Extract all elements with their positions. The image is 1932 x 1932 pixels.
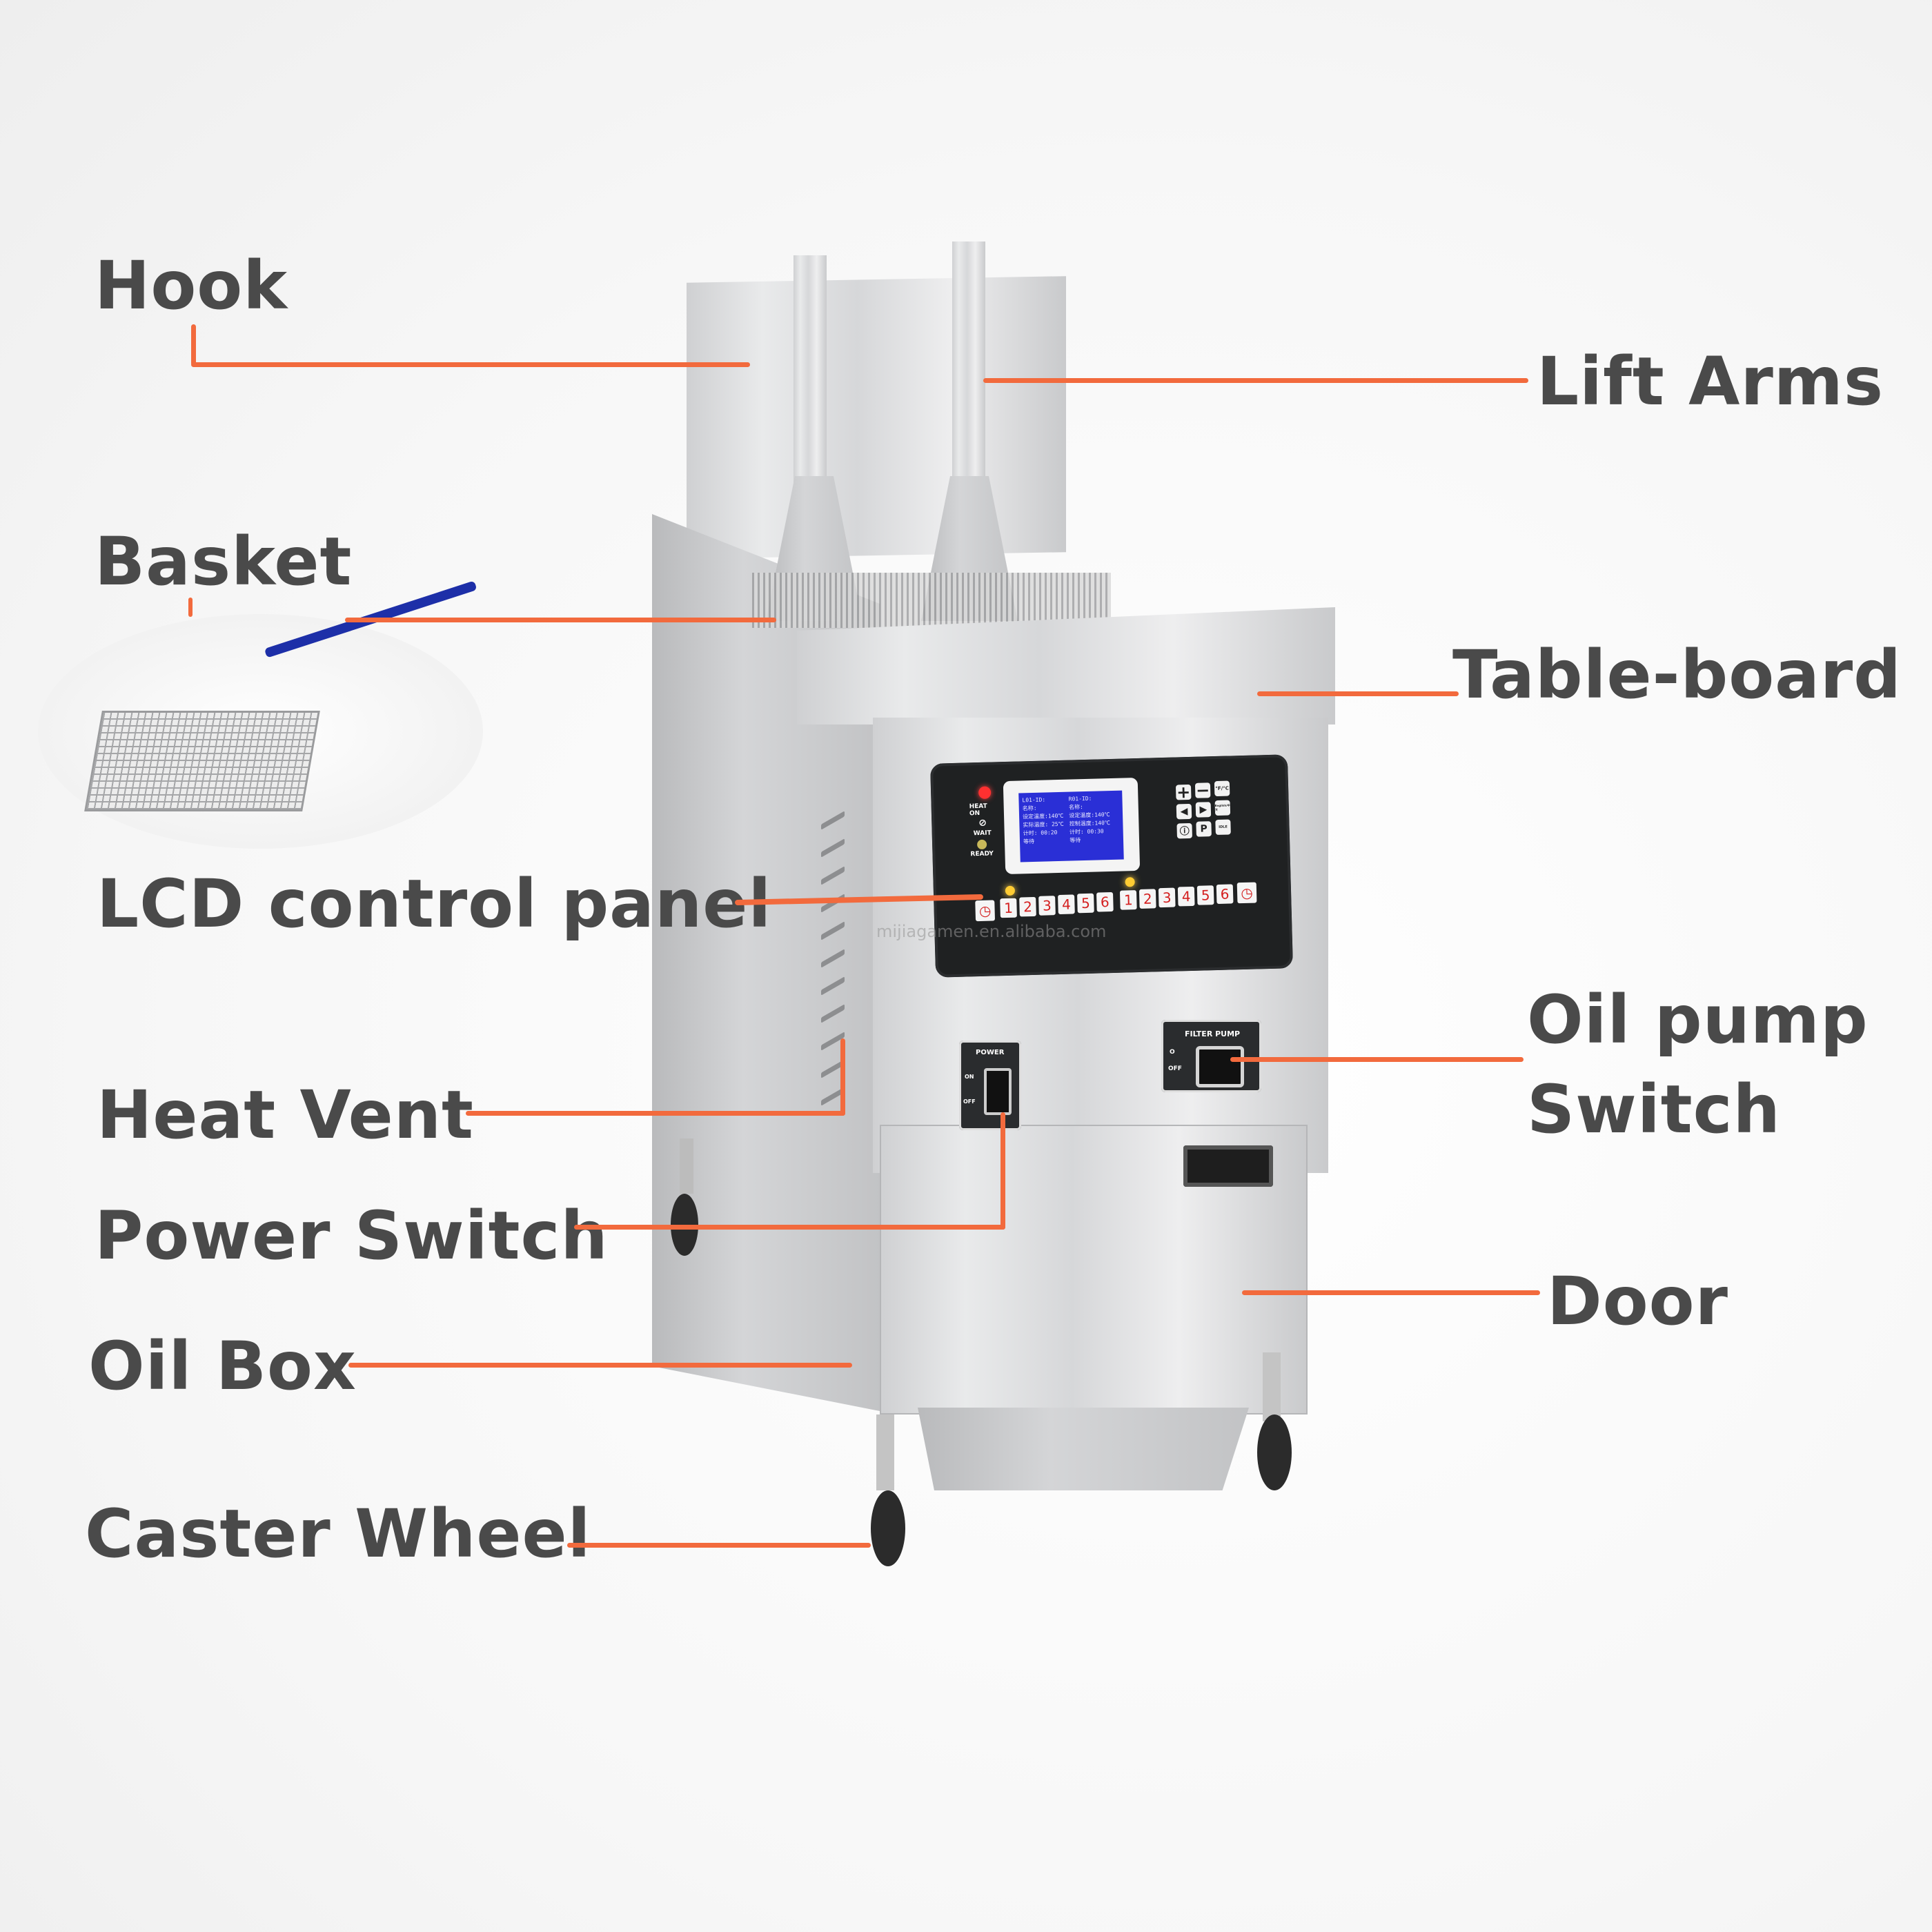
leader-table-board xyxy=(1257,691,1459,696)
door-handle[interactable] xyxy=(1183,1145,1273,1187)
left-program-key-5[interactable]: 5 xyxy=(1077,893,1094,914)
leader-oil-pump-switch xyxy=(1230,1057,1524,1062)
right-program-key-4[interactable]: 4 xyxy=(1177,886,1195,907)
right-program-key-5[interactable]: 5 xyxy=(1196,885,1214,905)
left-timer-key[interactable]: ◷ xyxy=(975,900,996,922)
power-rocker[interactable] xyxy=(984,1068,1012,1115)
left-arrow-key[interactable]: ◀ xyxy=(1176,803,1192,820)
left-program-key-2[interactable]: 2 xyxy=(1019,896,1036,917)
language-key[interactable]: English/中文 xyxy=(1214,800,1231,816)
right-arrow-key[interactable]: ▶ xyxy=(1195,802,1212,818)
label-oil-pump-switch-1: Oil pump xyxy=(1527,981,1869,1058)
lcd-left-column: L01-ID: 名称: 设定温度:140℃ 实际温度: 25℃ 计时: 00:2… xyxy=(1022,796,1064,845)
leader-door xyxy=(1242,1290,1540,1295)
label-table-board: Table-board xyxy=(1452,636,1902,713)
oil-box xyxy=(918,1408,1249,1490)
left-program-key-3[interactable]: 3 xyxy=(1038,896,1056,916)
right-timer-key[interactable]: ◷ xyxy=(1236,882,1257,904)
tank-baskets xyxy=(752,573,1111,628)
label-door: Door xyxy=(1547,1263,1728,1340)
left-program-key-6[interactable]: 6 xyxy=(1096,891,1114,912)
lcd-control-panel: HEAT ON ⊘ WAIT READY L01-ID: 名称: 设定温度:14… xyxy=(930,754,1293,978)
watermark: mijiagamen.en.alibaba.com xyxy=(876,922,1107,941)
filter-pump-rocker[interactable] xyxy=(1196,1046,1244,1087)
clock-icon: ◷ xyxy=(1241,884,1254,902)
label-lcd-control-panel: LCD control panel xyxy=(97,865,772,943)
idle-key[interactable]: IDLE xyxy=(1215,819,1231,836)
label-hook: Hook xyxy=(95,247,288,324)
right-program-key-1[interactable]: 1 xyxy=(1119,890,1137,910)
unit-toggle-key[interactable]: °F/°C xyxy=(1214,780,1230,797)
lcd-right-column: R01-ID: 名称: 设定温度:140℃ 控制温度:140℃ 计时: 00:3… xyxy=(1068,795,1111,844)
program-key[interactable]: P xyxy=(1196,821,1212,837)
clock-icon: ◷ xyxy=(978,902,992,920)
basket-inset xyxy=(38,580,483,849)
lcd-screen: L01-ID: 名称: 设定温度:140℃ 实际温度: 25℃ 计时: 00:2… xyxy=(1018,790,1124,862)
left-program-key-1[interactable]: 1 xyxy=(1000,898,1017,918)
label-oil-pump-switch-2: Switch xyxy=(1527,1071,1781,1148)
basket-mesh xyxy=(84,711,320,811)
leader-caster-wheel xyxy=(567,1543,871,1548)
info-key[interactable]: ⓘ xyxy=(1176,822,1192,839)
right-program-key-6[interactable]: 6 xyxy=(1216,884,1234,905)
leader-lift-arms xyxy=(983,378,1528,383)
right-program-key-2[interactable]: 2 xyxy=(1138,889,1156,909)
right-program-key-3[interactable]: 3 xyxy=(1158,887,1176,908)
filter-pump-switch[interactable]: FILTER PUMP O OFF xyxy=(1161,1020,1261,1092)
plus-key[interactable]: + xyxy=(1175,782,1192,802)
leader-oil-box xyxy=(348,1363,852,1368)
label-power-switch: Power Switch xyxy=(95,1197,609,1274)
power-switch[interactable]: POWER ON OFF xyxy=(959,1041,1021,1130)
label-heat-vent: Heat Vent xyxy=(97,1076,474,1154)
label-caster-wheel: Caster Wheel xyxy=(85,1495,591,1573)
label-lift-arms: Lift Arms xyxy=(1537,343,1884,420)
label-oil-box: Oil Box xyxy=(88,1328,357,1405)
back-splash xyxy=(687,276,1066,559)
left-program-key-4[interactable]: 4 xyxy=(1058,894,1075,915)
label-basket: Basket xyxy=(95,523,353,600)
minus-key[interactable]: − xyxy=(1194,780,1211,800)
lcd-display: L01-ID: 名称: 设定温度:140℃ 实际温度: 25℃ 计时: 00:2… xyxy=(1003,777,1141,875)
